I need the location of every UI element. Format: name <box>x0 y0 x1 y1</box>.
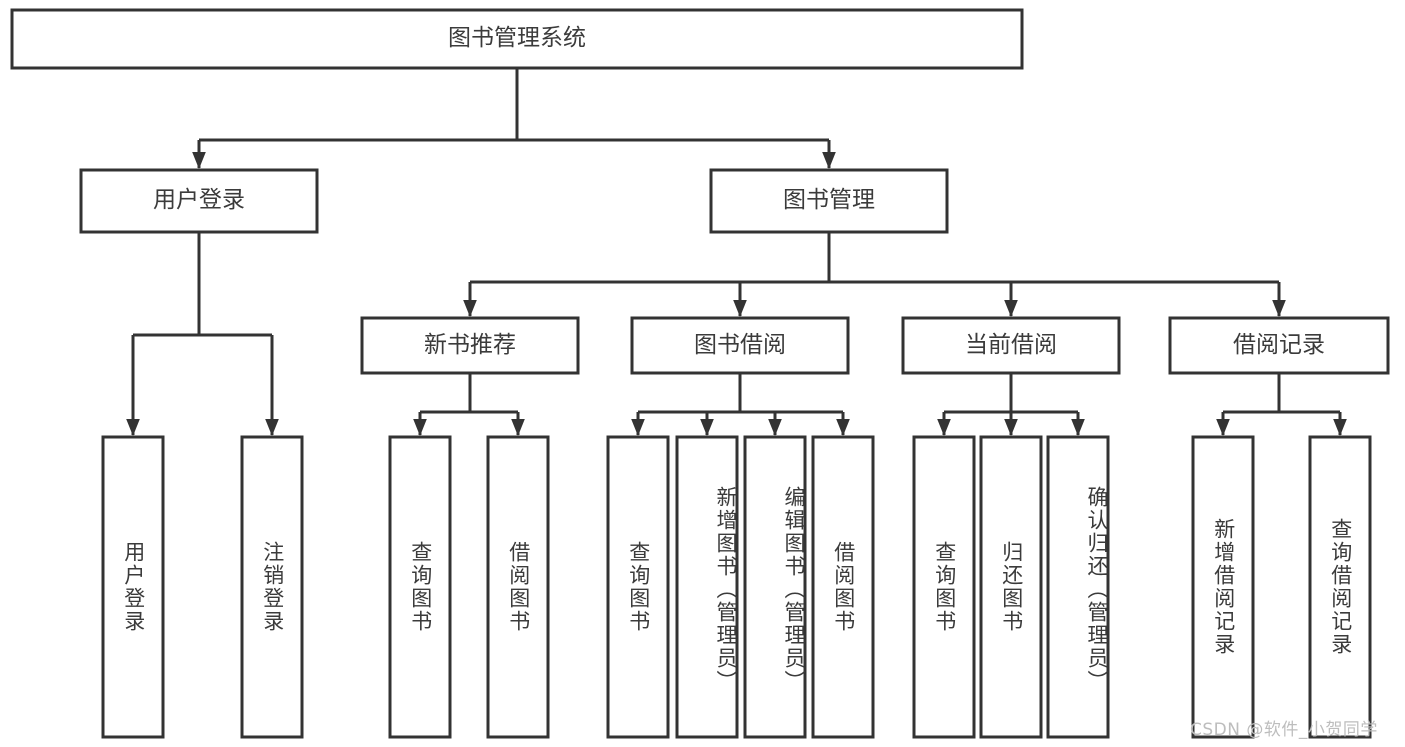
node-box-root <box>10 8 1024 70</box>
connector-layer <box>126 68 1347 436</box>
arrow-head-icon-leaf-query-book-recommend <box>413 418 427 436</box>
arrow-head-icon-leaf-query-borrow-record <box>1333 418 1347 436</box>
arrow-head-icon-leaf-add-book <box>700 418 714 436</box>
arrow-head-icon-leaf-query-book-borrow <box>631 418 645 436</box>
node-box-user-login <box>79 168 319 234</box>
arrow-head-icon-borrow-record <box>1272 299 1286 317</box>
node-box-book-management <box>709 168 949 234</box>
node-box-leaf-query-borrow-record <box>1308 435 1372 739</box>
node-box-leaf-return-book <box>979 435 1043 739</box>
node-box-leaf-query-book-borrow <box>606 435 670 739</box>
box-layer <box>10 8 1390 739</box>
node-box-leaf-borrow-book <box>811 435 875 739</box>
arrow-head-icon-leaf-edit-book <box>768 418 782 436</box>
arrow-head-icon-leaf-borrow-book-recommend <box>511 418 525 436</box>
node-box-borrow-record <box>1168 316 1390 375</box>
node-box-leaf-edit-book <box>743 435 807 739</box>
arrow-head-icon-user-login <box>192 151 206 169</box>
arrow-head-icon-leaf-user-login <box>126 418 140 436</box>
node-box-current-borrow <box>901 316 1121 375</box>
arrow-head-icon-leaf-logout <box>265 418 279 436</box>
node-box-leaf-add-borrow-record <box>1191 435 1255 739</box>
node-box-leaf-confirm-return <box>1046 435 1110 739</box>
node-box-leaf-query-book-recommend <box>388 435 452 739</box>
arrow-head-icon-leaf-return-book <box>1004 418 1018 436</box>
arrow-head-icon-book-management <box>822 151 836 169</box>
arrow-head-icon-leaf-borrow-book <box>836 418 850 436</box>
node-box-leaf-borrow-book-recommend <box>486 435 550 739</box>
arrow-head-icon-leaf-add-borrow-record <box>1216 418 1230 436</box>
node-box-book-borrow <box>630 316 850 375</box>
arrow-head-icon-leaf-query-book-current <box>937 418 951 436</box>
arrow-head-icon-leaf-confirm-return <box>1071 418 1085 436</box>
node-box-leaf-logout <box>240 435 304 739</box>
node-box-leaf-add-book <box>675 435 739 739</box>
node-box-leaf-query-book-current <box>912 435 976 739</box>
arrow-head-icon-current-borrow <box>1004 299 1018 317</box>
node-box-new-book-recommend <box>360 316 580 375</box>
arrow-head-icon-book-borrow <box>733 299 747 317</box>
watermark-text: CSDN @软件_小贺同学 <box>1190 720 1378 740</box>
node-box-leaf-user-login <box>101 435 165 739</box>
arrow-head-icon-new-book-recommend <box>463 299 477 317</box>
